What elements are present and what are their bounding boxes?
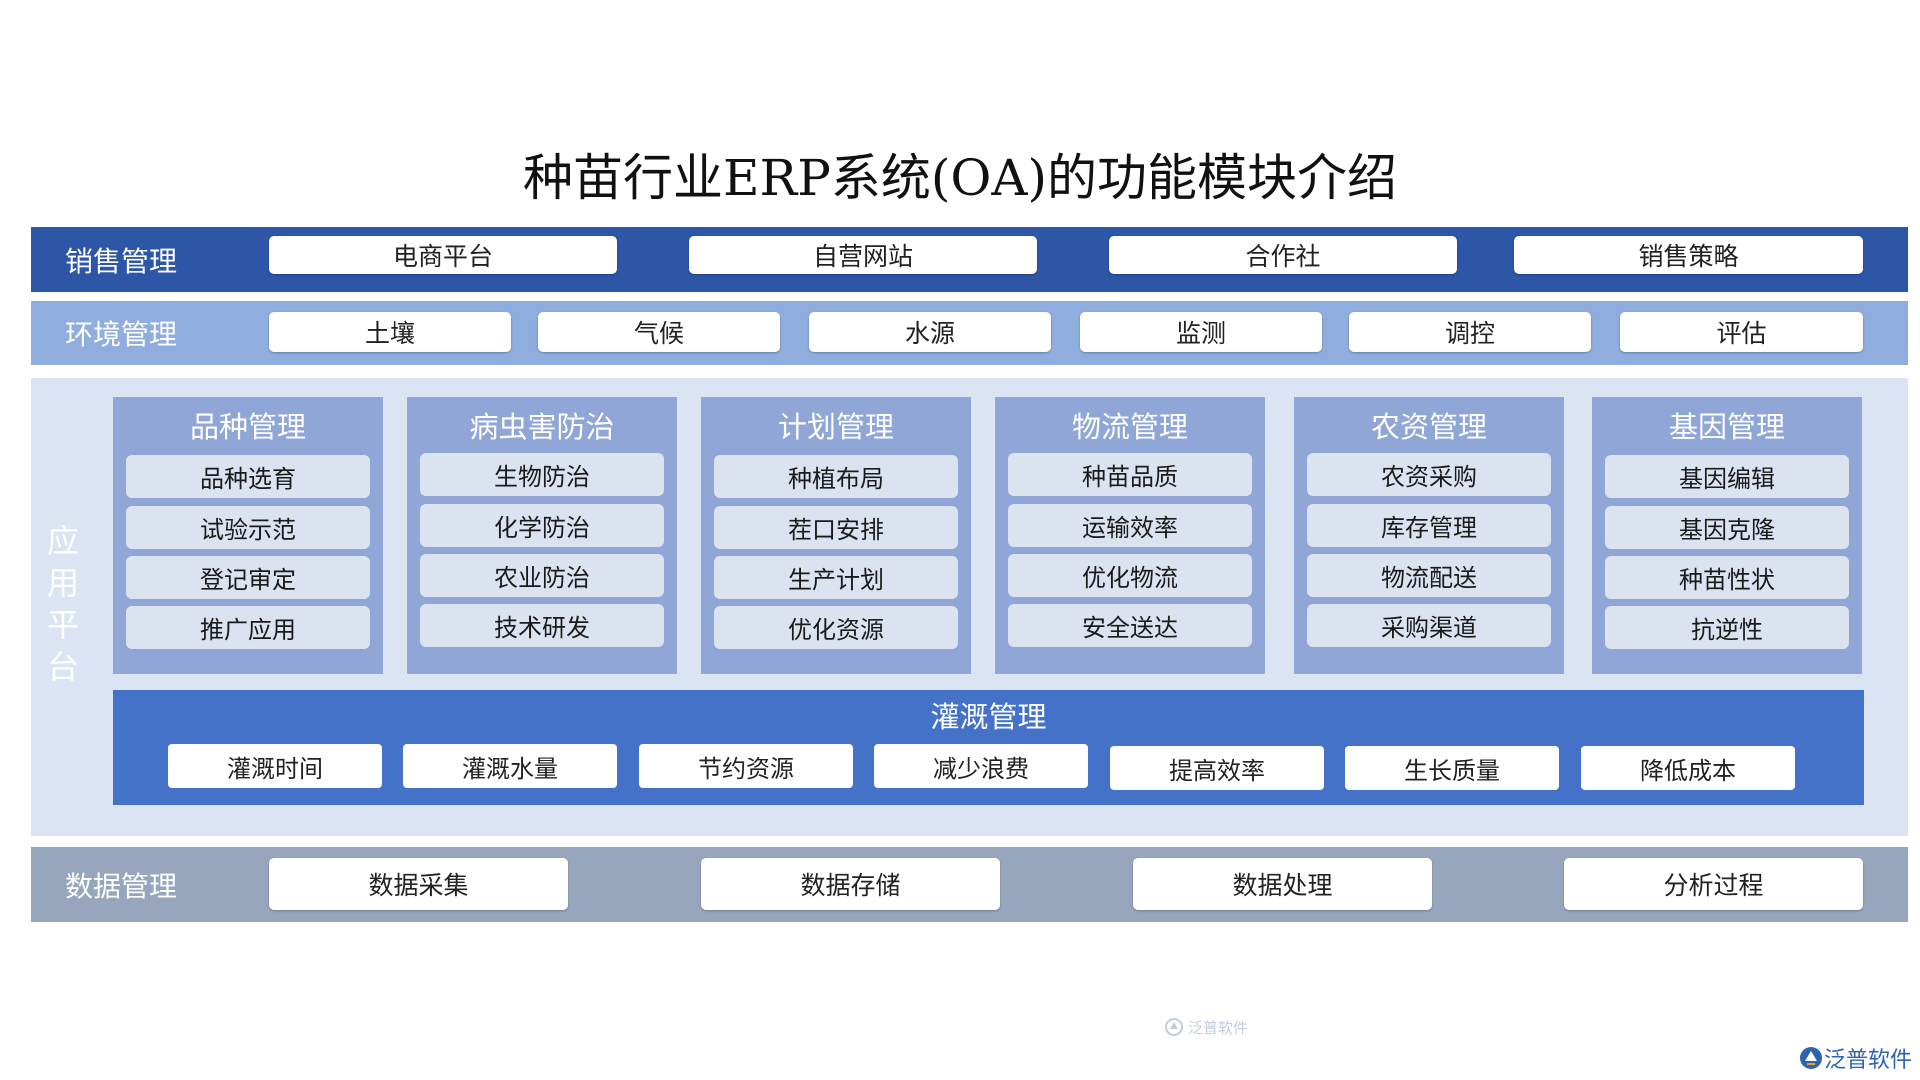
module-item[interactable]: 种植布局 (714, 455, 958, 498)
module-item[interactable]: 农资采购 (1307, 453, 1551, 496)
module-item[interactable]: 优化资源 (714, 606, 958, 649)
irrigation-item[interactable]: 降低成本 (1581, 746, 1795, 790)
module-item[interactable]: 运输效率 (1008, 504, 1252, 547)
brand-logo-text: 泛普软件 (1824, 1048, 1913, 1073)
module-item[interactable]: 试验示范 (126, 506, 370, 549)
env-item-soil[interactable]: 土壤 (269, 312, 511, 352)
sales-item-own-website[interactable]: 自营网站 (689, 236, 1037, 274)
data-item-collection[interactable]: 数据采集 (269, 858, 568, 910)
module-agri-supplies-management: 农资管理 农资采购 库存管理 物流配送 采购渠道 (1294, 397, 1564, 674)
sales-item-strategy[interactable]: 销售策略 (1514, 236, 1863, 274)
env-item-monitoring[interactable]: 监测 (1080, 312, 1322, 352)
irrigation-management-title: 灌溉管理 (930, 700, 1047, 734)
module-title: 农资管理 (1370, 410, 1487, 444)
environment-management-band: 环境管理 土壤 气候 水源 监测 调控 评估 (31, 301, 1908, 365)
module-item[interactable]: 生物防治 (420, 453, 664, 496)
module-title: 基因管理 (1668, 410, 1785, 444)
watermark-logo-icon (1165, 1018, 1183, 1036)
irrigation-management-panel: 灌溉管理 灌溉时间 灌溉水量 节约资源 减少浪费 提高效率 生长质量 降低成本 (113, 690, 1864, 805)
module-title: 计划管理 (777, 410, 894, 444)
env-item-water[interactable]: 水源 (809, 312, 1051, 352)
module-item[interactable]: 种苗性状 (1605, 556, 1849, 599)
irrigation-item[interactable]: 生长质量 (1345, 746, 1559, 790)
brand-logo-icon (1800, 1047, 1822, 1069)
irrigation-item[interactable]: 提高效率 (1110, 746, 1324, 790)
watermark: 泛普软件 (1164, 1012, 1259, 1042)
data-management-band: 数据管理 数据采集 数据存储 数据处理 分析过程 (31, 847, 1908, 922)
module-item[interactable]: 物流配送 (1307, 554, 1551, 597)
module-logistics-management: 物流管理 种苗品质 运输效率 优化物流 安全送达 (995, 397, 1265, 674)
env-item-regulation[interactable]: 调控 (1349, 312, 1591, 352)
module-planning-management: 计划管理 种植布局 茬口安排 生产计划 优化资源 (701, 397, 971, 674)
sales-item-ecommerce[interactable]: 电商平台 (269, 236, 617, 274)
module-pest-control: 病虫害防治 生物防治 化学防治 农业防治 技术研发 (407, 397, 677, 674)
module-item[interactable]: 技术研发 (420, 604, 664, 647)
module-variety-management: 品种管理 品种选育 试验示范 登记审定 推广应用 (113, 397, 383, 674)
module-item[interactable]: 推广应用 (126, 606, 370, 649)
irrigation-item[interactable]: 灌溉水量 (403, 744, 617, 788)
data-management-label: 数据管理 (65, 869, 178, 903)
sales-management-label: 销售管理 (65, 244, 178, 278)
page-title: 种苗行业ERP系统(OA)的功能模块介绍 (523, 149, 1397, 207)
irrigation-item[interactable]: 减少浪费 (874, 744, 1088, 788)
module-title: 病虫害防治 (469, 410, 615, 444)
module-item[interactable]: 农业防治 (420, 554, 664, 597)
sales-management-band: 销售管理 电商平台 自营网站 合作社 销售策略 (31, 227, 1908, 292)
module-item[interactable]: 优化物流 (1008, 554, 1252, 597)
module-item[interactable]: 茬口安排 (714, 506, 958, 549)
module-item[interactable]: 采购渠道 (1307, 604, 1551, 647)
module-title: 物流管理 (1071, 410, 1188, 444)
application-platform-area: 应用平台 品种管理 品种选育 试验示范 登记审定 推广应用 病虫害防治 生物防治… (31, 378, 1908, 1037)
module-gene-management: 基因管理 基因编辑 基因克隆 种苗性状 抗逆性 (1592, 397, 1862, 674)
data-item-analysis[interactable]: 分析过程 (1564, 858, 1863, 910)
irrigation-item[interactable]: 节约资源 (639, 744, 853, 788)
environment-management-label: 环境管理 (65, 318, 178, 351)
env-item-evaluation[interactable]: 评估 (1620, 312, 1863, 352)
module-item[interactable]: 种苗品质 (1008, 453, 1252, 496)
brand-logo: 泛普软件 (1798, 1040, 1918, 1076)
module-item[interactable]: 基因编辑 (1605, 455, 1849, 498)
module-item[interactable]: 抗逆性 (1605, 606, 1849, 649)
module-title: 品种管理 (189, 410, 306, 444)
module-item[interactable]: 品种选育 (126, 455, 370, 498)
data-item-storage[interactable]: 数据存储 (701, 858, 1000, 910)
module-item[interactable]: 化学防治 (420, 504, 664, 547)
module-item[interactable]: 安全送达 (1008, 604, 1252, 647)
watermark-text: 泛普软件 (1188, 1018, 1249, 1037)
sales-item-cooperative[interactable]: 合作社 (1109, 236, 1457, 274)
module-item[interactable]: 基因克隆 (1605, 506, 1849, 549)
data-item-processing[interactable]: 数据处理 (1133, 858, 1432, 910)
application-platform-label: 应用平台 (46, 522, 79, 686)
env-item-climate[interactable]: 气候 (538, 312, 780, 352)
irrigation-item[interactable]: 灌溉时间 (168, 744, 382, 788)
module-item[interactable]: 库存管理 (1307, 504, 1551, 547)
module-item[interactable]: 登记审定 (126, 556, 370, 599)
module-item[interactable]: 生产计划 (714, 556, 958, 599)
